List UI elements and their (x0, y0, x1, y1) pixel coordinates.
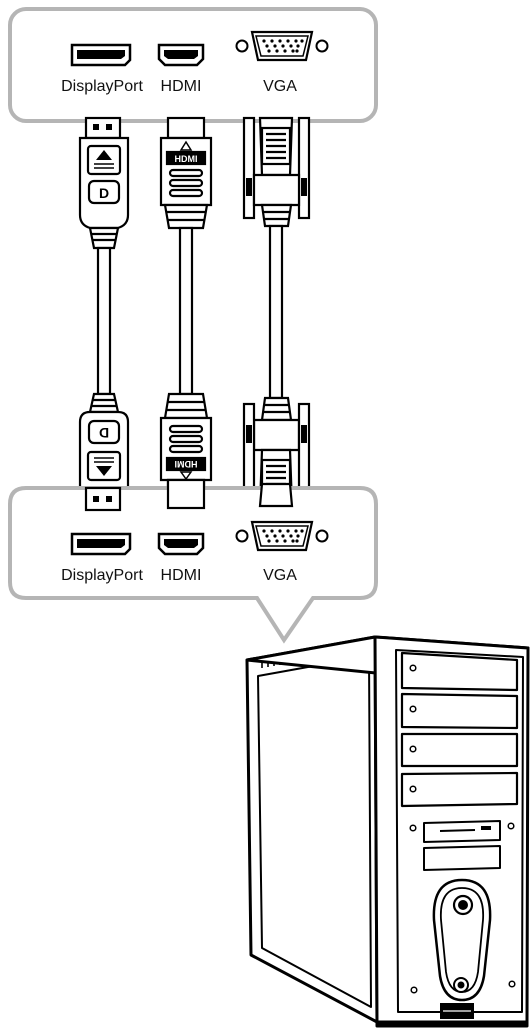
hdmi-cable-icon: HDMI HDMI (159, 116, 213, 510)
vga-port-icon (235, 520, 329, 552)
vga-cable-icon (242, 116, 311, 508)
displayport-port-icon (70, 532, 132, 556)
bottom-port-panel (8, 486, 378, 644)
bottom-hdmi-label: HDMI (160, 567, 202, 584)
hdmi-port-icon (157, 43, 205, 67)
vga-port-icon (235, 30, 329, 62)
bottom-vga-label: VGA (263, 567, 297, 584)
svg-text:HDMI: HDMI (175, 154, 198, 164)
top-displayport-label: DisplayPort (61, 78, 143, 95)
bottom-displayport-label: DisplayPort (61, 567, 143, 584)
hdmi-port-icon (157, 532, 205, 556)
top-hdmi-label: HDMI (160, 78, 202, 95)
top-vga-label: VGA (263, 78, 297, 95)
svg-text:D: D (99, 185, 109, 201)
desktop-tower-pc-icon (245, 635, 530, 1028)
svg-text:D: D (99, 425, 109, 441)
displayport-cable-icon: D D (78, 116, 130, 512)
svg-text:HDMI: HDMI (175, 459, 198, 469)
displayport-port-icon (70, 43, 132, 67)
